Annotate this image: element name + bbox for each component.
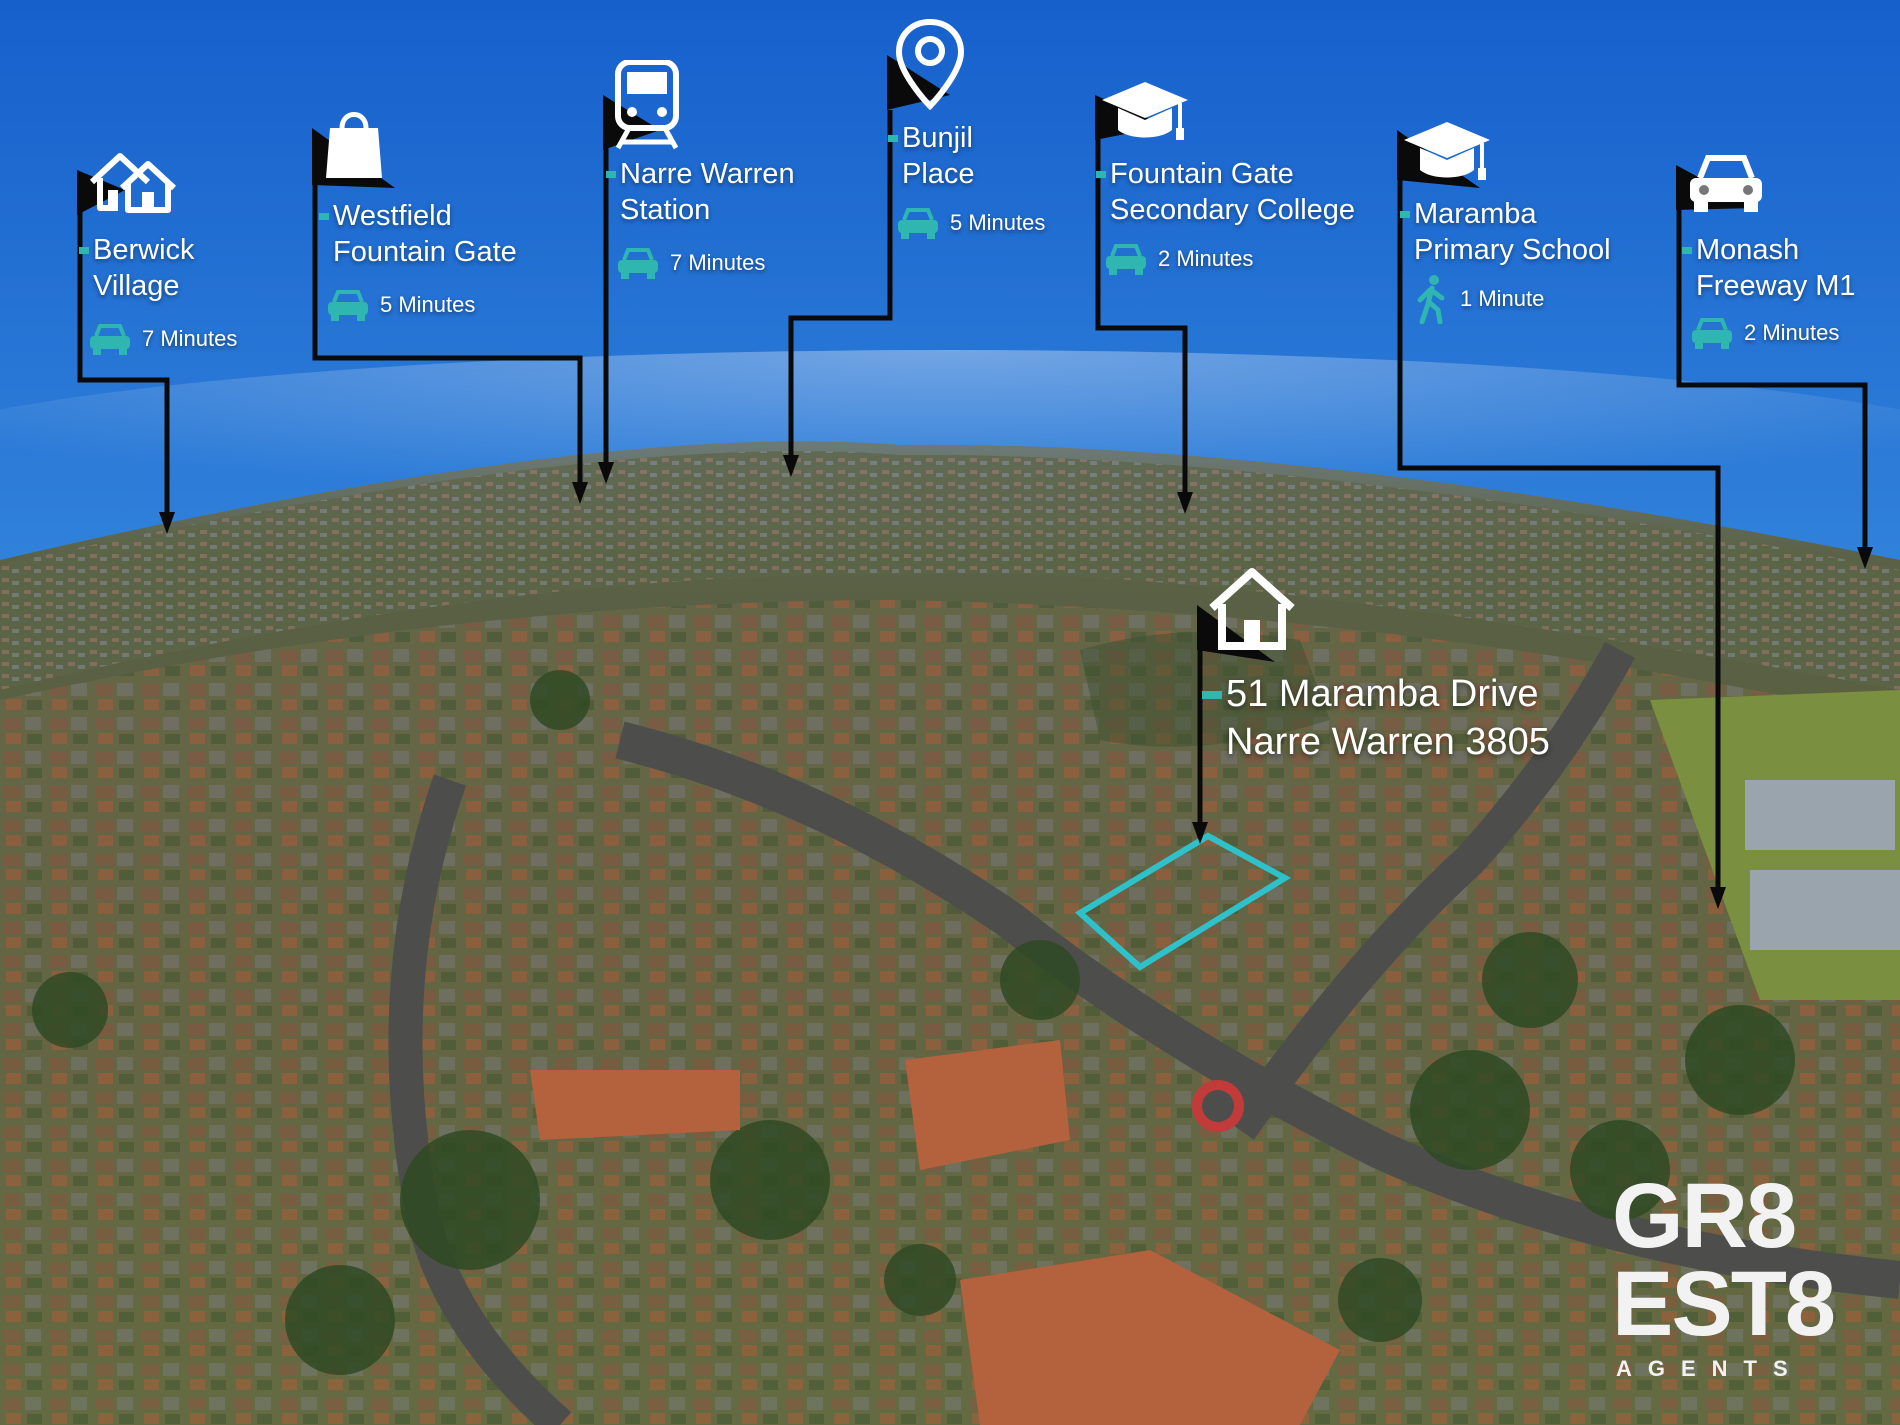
pointer-line-monash	[1676, 200, 1868, 555]
pointer-line-westfield	[312, 160, 583, 490]
graduation-cap-icon	[1404, 122, 1490, 180]
travel-time-berwick-village: 7 Minutes	[88, 322, 237, 356]
destination-name-line1: Westfield	[333, 200, 452, 232]
agency-logo: GR8 EST8 AGENTS	[1612, 1165, 1872, 1382]
travel-time-westfield-fountain-gate: 5 Minutes	[326, 288, 475, 322]
logo-line3: AGENTS	[1616, 1356, 1804, 1381]
map-pin-icon	[895, 18, 965, 110]
marker-dash	[1682, 247, 1692, 254]
car-icon	[618, 248, 658, 279]
walking-person-icon	[1417, 275, 1445, 324]
destination-name-line1: Fountain Gate	[1110, 158, 1294, 190]
destination-name-line2: Place	[902, 158, 975, 190]
marker-dash	[319, 213, 329, 220]
destination-name-line2: Secondary College	[1110, 194, 1356, 226]
destination-label-narre-warren-station: Narre Warren Station	[606, 156, 795, 228]
houses-icon	[89, 153, 177, 213]
pointer-line-berwick-village	[77, 200, 170, 520]
marker-dash	[1096, 171, 1106, 178]
logo-line1: GR8	[1612, 1165, 1797, 1267]
travel-time-text: 5 Minutes	[380, 292, 476, 317]
destination-label-monash-freeway: Monash Freeway M1	[1682, 232, 1856, 304]
car-icon	[1692, 318, 1732, 349]
destination-name-line1: Maramba	[1414, 198, 1537, 230]
property-address: 51 Maramba Drive Narre Warren 3805	[1202, 670, 1550, 766]
address-line1: 51 Maramba Drive	[1226, 673, 1539, 715]
destination-name-line1: Monash	[1696, 234, 1800, 266]
car-icon	[1690, 155, 1762, 212]
destination-label-berwick-village: Berwick Village	[79, 232, 195, 304]
destination-name-line2: Village	[93, 270, 180, 302]
destination-name-line1: Bunjil	[902, 122, 973, 154]
travel-time-text: 5 Minutes	[950, 210, 1046, 235]
car-icon	[90, 324, 130, 355]
marker-dash	[79, 247, 89, 254]
destination-name-line2: Primary School	[1414, 234, 1611, 266]
marker-dash	[606, 171, 616, 178]
pointer-line-bunjil	[788, 110, 893, 463]
travel-time-fountain-gate-secondary-college: 2 Minutes	[1104, 242, 1253, 276]
logo-line2: EST8	[1612, 1253, 1836, 1355]
car-icon	[328, 290, 368, 321]
destination-name-line2: Fountain Gate	[333, 236, 517, 268]
marker-dash	[1400, 211, 1410, 218]
travel-time-text: 7 Minutes	[142, 326, 238, 351]
pointer-line-primary-school	[1397, 160, 1721, 895]
marker-dash	[888, 135, 898, 142]
travel-time-text: 7 Minutes	[670, 250, 766, 275]
property-boundary	[1074, 832, 1291, 971]
car-icon	[898, 208, 938, 239]
pointer-line-secondary-college	[1095, 130, 1188, 500]
destination-name-line1: Narre Warren	[620, 158, 795, 190]
travel-time-text: 1 Minute	[1460, 286, 1545, 311]
travel-time-text: 2 Minutes	[1744, 320, 1840, 345]
destination-name-line2: Freeway M1	[1696, 270, 1856, 302]
travel-time-text: 2 Minutes	[1158, 246, 1254, 271]
travel-time-narre-warren-station: 7 Minutes	[616, 246, 765, 280]
destination-name-line1: Berwick	[93, 234, 195, 266]
address-line2: Narre Warren 3805	[1226, 721, 1550, 763]
destination-label-bunjil-place: Bunjil Place	[888, 120, 975, 192]
travel-time-maramba-primary-school: 1 Minute	[1414, 274, 1544, 324]
destination-label-fountain-gate-secondary-college: Fountain Gate Secondary College	[1096, 156, 1356, 228]
travel-time-monash-freeway: 2 Minutes	[1690, 316, 1839, 350]
shopping-bag-icon	[326, 112, 382, 178]
car-icon	[1106, 244, 1146, 275]
travel-time-bunjil-place: 5 Minutes	[896, 206, 1045, 240]
marker-dash	[1202, 691, 1222, 699]
graduation-cap-icon	[1102, 82, 1188, 140]
train-icon	[615, 60, 679, 150]
destination-label-westfield-fountain-gate: Westfield Fountain Gate	[319, 198, 517, 270]
destination-label-maramba-primary-school: Maramba Primary School	[1400, 196, 1611, 268]
destination-name-line2: Station	[620, 194, 711, 226]
house-icon	[1209, 568, 1295, 650]
